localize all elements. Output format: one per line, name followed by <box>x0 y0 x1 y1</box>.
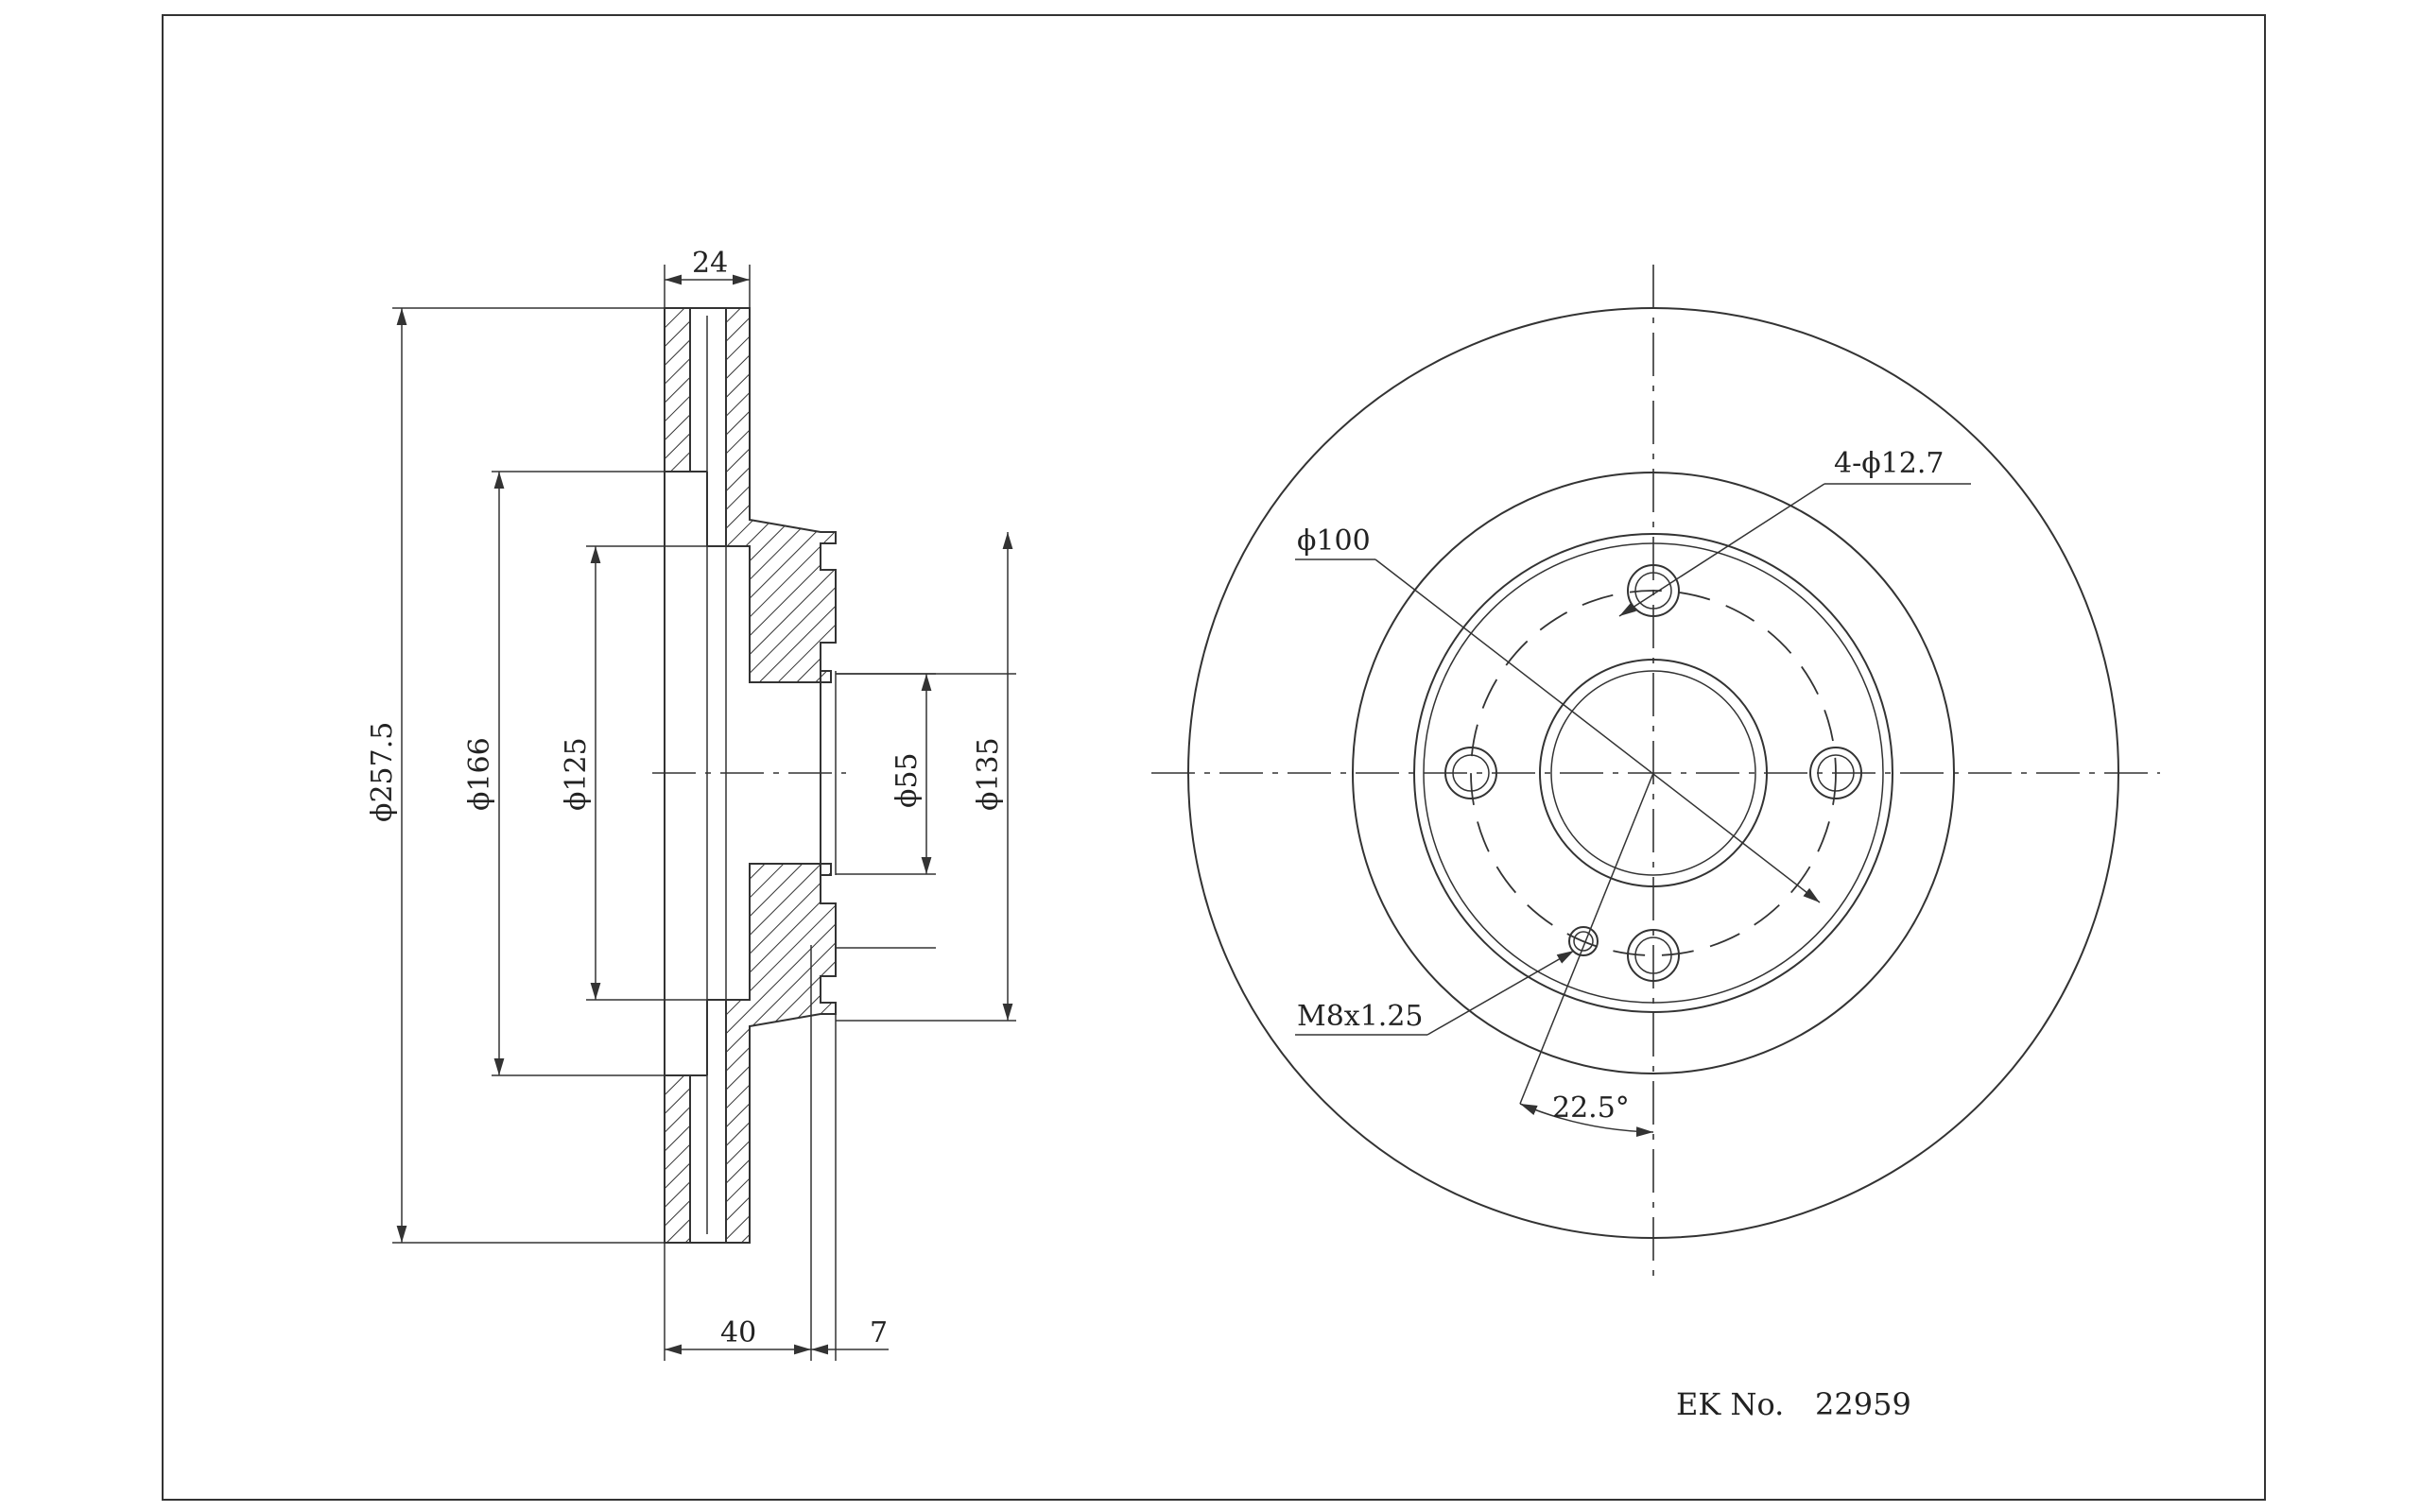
right-plate-top <box>725 307 837 683</box>
bolt-hole <box>1444 747 1497 799</box>
angle-arc <box>1519 1103 1654 1138</box>
dim-thickness-label: 24 <box>692 247 728 280</box>
bolt-hole <box>1627 564 1680 617</box>
hat-outer <box>1413 533 1893 1013</box>
leader-pcd <box>1374 558 1821 903</box>
bolt-hole <box>1627 929 1680 982</box>
dim-d125-label: ϕ125 <box>560 737 593 811</box>
pcd-label: ϕ100 <box>1297 524 1371 558</box>
angle-label: 22.5° <box>1552 1091 1630 1125</box>
drawing-frame <box>162 14 2266 1501</box>
dim-height-total-label: 40 <box>720 1316 756 1349</box>
leader-thread <box>1426 950 1575 1036</box>
dim-d55-label: ϕ55 <box>890 752 924 808</box>
leader-bolt-holes <box>1618 483 1825 617</box>
left-plate-bottom <box>664 1074 691 1244</box>
hat-inner <box>1423 542 1884 1004</box>
dim-d166-label: ϕ166 <box>463 737 496 811</box>
threaded-hole <box>1568 926 1599 956</box>
dim-hat-step-label: 7 <box>870 1316 888 1349</box>
outer-disc <box>1187 307 2119 1239</box>
part-number: 22959 <box>1815 1386 1911 1422</box>
right-plate-bottom <box>725 863 837 1244</box>
part-label: EK No. <box>1676 1386 1784 1422</box>
dim-outer-diameter-label: ϕ257.5 <box>366 722 399 822</box>
bolt-holes-label: 4-ϕ12.7 <box>1834 447 1944 480</box>
friction-inner-edge <box>1352 472 1955 1074</box>
side-view: 24 40 7 ϕ257.5 ϕ166 ϕ125 ϕ55 ϕ135 <box>366 247 1016 1361</box>
center-bore-outer <box>1539 659 1768 887</box>
front-view: 4-ϕ12.7 ϕ100 M8x1.25 22.5° EK No. 22959 <box>1151 265 2160 1422</box>
dim-d135-label: ϕ135 <box>972 737 1005 811</box>
angle-leg <box>1519 772 1654 1105</box>
bolt-circle <box>1470 590 1837 956</box>
left-plate-top <box>664 307 691 472</box>
center-bore-inner <box>1550 670 1756 876</box>
thread-label: M8x1.25 <box>1297 1000 1424 1033</box>
bolt-hole <box>1809 747 1862 799</box>
